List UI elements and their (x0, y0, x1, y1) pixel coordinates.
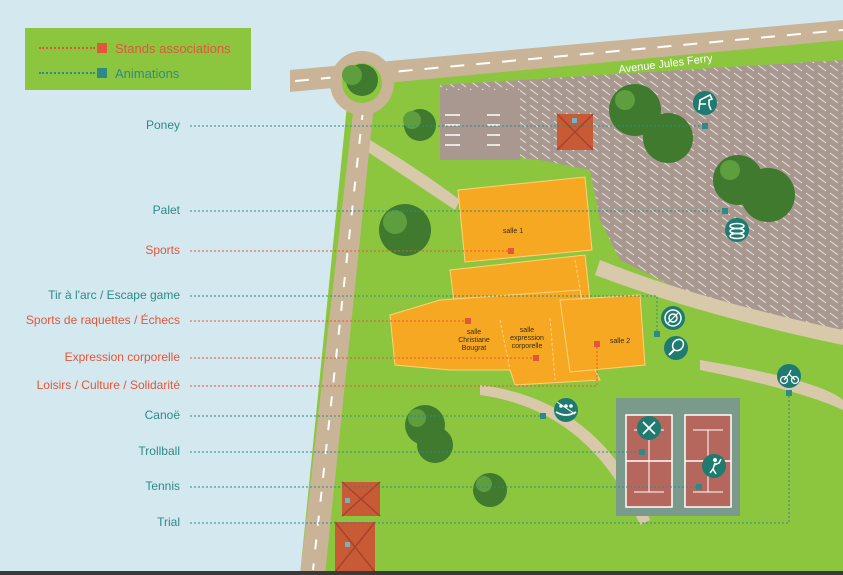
room-label-bougrat: Bougrat (462, 345, 487, 352)
label-poney: Poney (145, 118, 180, 132)
label-canoe: Canoë (144, 408, 180, 422)
animation-leaders (190, 125, 790, 524)
horse-icon (693, 91, 717, 115)
bottom-bar (0, 571, 843, 575)
room-label-expression: corporelle (512, 343, 543, 350)
canoe-icon (554, 398, 578, 422)
target-icon (661, 306, 685, 330)
footpath (700, 360, 843, 410)
sports-complex (389, 176, 646, 386)
label-expression: Expression corporelle (64, 350, 180, 364)
tree (403, 109, 436, 141)
stand-leaders (190, 250, 598, 387)
room-label-salle2: salle 2 (610, 338, 630, 345)
animation-square-icon (97, 68, 107, 78)
label-tennis: Tennis (145, 479, 180, 493)
bike-icon (777, 364, 801, 388)
room-label-bougrat: salle (467, 329, 482, 336)
label-raquettes: Sports de raquettes / Échecs (25, 313, 180, 327)
legend-animations-label: Animations (115, 65, 180, 81)
label-sports: Sports (145, 243, 180, 257)
label-loisirs: Loisirs / Culture / Solidarité (36, 378, 180, 392)
main-road (300, 95, 375, 575)
legend-stands: Stands associations (39, 38, 231, 58)
footpath (365, 140, 460, 210)
footpath (595, 260, 843, 345)
tree (342, 64, 378, 96)
legend-stands-label: Stands associations (115, 40, 231, 56)
label-trollball: Trollball (138, 444, 180, 458)
tennis-player-icon (702, 454, 726, 478)
room-label-bougrat: Christiane (458, 337, 490, 344)
racket-icon (664, 336, 688, 360)
room-label-expression: salle (520, 327, 535, 334)
room-label-expression: expression (510, 335, 544, 342)
palet-icon (725, 218, 749, 242)
tree (473, 473, 507, 507)
parking-area (440, 60, 843, 330)
stand-square-icon (97, 43, 107, 53)
room-label-salle1: salle 1 (503, 228, 523, 235)
stand-marker (465, 248, 600, 361)
tree (379, 204, 431, 256)
tree (405, 405, 453, 463)
map-legend: Stands associations Animations (25, 28, 251, 90)
tree (713, 155, 795, 222)
label-tir: Tir à l'arc / Escape game (48, 288, 180, 302)
animation-marker (540, 123, 792, 490)
label-trial: Trial (157, 515, 180, 529)
label-palet: Palet (152, 203, 180, 217)
sword-icon (637, 416, 661, 440)
legend-animations: Animations (39, 63, 179, 83)
red-roof-building (334, 521, 376, 573)
